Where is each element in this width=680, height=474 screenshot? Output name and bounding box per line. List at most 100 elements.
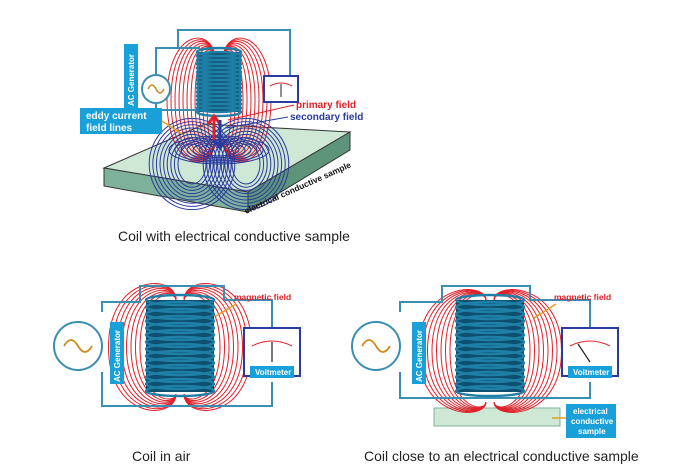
top-sine-icon: [147, 84, 165, 94]
top-ac-generator-label-box: [124, 44, 138, 108]
field-line: [166, 37, 216, 163]
field-line: [174, 41, 216, 159]
right-sample-label-line1: electrical: [573, 407, 608, 416]
field-line: [194, 49, 216, 151]
top-eddy-pointer: [161, 120, 183, 135]
coil-winding: [454, 321, 526, 335]
right-voltmeter-needle: [577, 343, 591, 363]
coil-winding: [454, 349, 526, 363]
coil-winding: [144, 328, 216, 342]
top-eddy-label-line2: field lines: [86, 123, 133, 134]
field-line: [170, 39, 216, 161]
right-caption: Coil close to an electrical conductive s…: [364, 448, 639, 464]
top-caption: Coil with electrical conductive sample: [118, 228, 350, 244]
right-wire-vm-top: [530, 299, 591, 328]
top-wire-gen-bottom: [155, 104, 200, 111]
top-sample-side: [247, 131, 351, 213]
field-line: [183, 293, 226, 401]
field-line: [493, 289, 558, 413]
coil-winding: [454, 377, 526, 391]
field-line: [107, 283, 177, 411]
right-voltmeter-label: Voltmeter: [573, 368, 609, 377]
right-sample-label-line3: sample: [578, 427, 606, 436]
left-magnetic-field-label: magnetic field: [234, 292, 291, 302]
left-coil: [144, 293, 216, 398]
right-sine-icon: [361, 339, 391, 353]
coil-winding: [144, 335, 216, 349]
coil-winding: [144, 300, 216, 314]
coil-winding: [454, 300, 526, 314]
coil-winding: [454, 335, 526, 349]
coil-winding: [144, 293, 216, 307]
top-voltmeter-scale: [269, 82, 293, 87]
left-ac-generator-label-box: [110, 322, 124, 384]
coil-winding: [144, 321, 216, 335]
left-voltmeter-label: Voltmeter: [255, 368, 291, 377]
coil-winding: [144, 363, 216, 377]
coil-winding: [454, 307, 526, 321]
top-primary-field-label: primary field: [296, 100, 356, 111]
field-line: [125, 289, 177, 405]
right-voltmeter-scale: [569, 340, 611, 347]
right-field-pointer: [533, 303, 557, 319]
field-line: [431, 291, 487, 411]
left-diagram: AC Generator Voltmeter magnetic field: [53, 283, 301, 411]
right-wire: [399, 285, 531, 312]
left-sine-icon: [63, 339, 93, 353]
coil-winding: [454, 328, 526, 342]
left-field-pointer: [215, 303, 237, 317]
field-line: [178, 42, 216, 158]
coil-winding: [144, 384, 216, 398]
field-line: [222, 42, 260, 158]
top-coil: [195, 46, 243, 118]
left-voltmeter-label-box: [250, 366, 294, 378]
top-eddy-current-lines: [148, 117, 290, 211]
coil-winding: [454, 356, 526, 370]
coil-winding: [144, 307, 216, 321]
left-wire-vm-top: [224, 299, 273, 328]
top-wire-gen: [155, 47, 200, 74]
coil-winding: [454, 314, 526, 328]
eddy-loop: [148, 117, 236, 211]
coil-winding: [454, 293, 526, 307]
coil-winding: [144, 356, 216, 370]
field-line: [183, 291, 230, 403]
top-secondary-pointer: [225, 116, 289, 129]
coil-winding: [144, 370, 216, 384]
coil-winding: [144, 349, 216, 363]
top-eddy-label-line1: eddy current: [86, 111, 147, 122]
field-line: [183, 289, 235, 405]
field-line: [130, 291, 177, 403]
right-voltmeter-label-box: [568, 366, 612, 378]
field-line: [440, 293, 487, 409]
coil-winding: [454, 370, 526, 384]
coil-winding: [195, 106, 243, 118]
top-diagram: AC Generator eddy current field lines pr…: [80, 29, 363, 216]
right-diagram: AC Generator Voltmeter magnetic field el…: [351, 285, 619, 438]
eddy-loop: [202, 117, 290, 211]
coil-winding: [454, 342, 526, 356]
right-ac-generator-label-box: [412, 322, 426, 384]
coil-winding: [454, 363, 526, 377]
top-primary-pointer: [227, 104, 295, 121]
field-line: [183, 288, 239, 406]
right-sample-block: [433, 407, 561, 427]
right-sample-label-box: [566, 404, 616, 438]
field-line: [493, 292, 545, 410]
top-ac-generator-label: AC Generator: [127, 54, 136, 106]
field-line: [222, 49, 244, 151]
top-primary-arrow: [206, 113, 222, 140]
right-magnetic-field-label: magnetic field: [554, 292, 611, 302]
right-coil: [454, 293, 526, 398]
left-wire-bottom: [101, 372, 273, 407]
left-caption: Coil in air: [132, 448, 191, 464]
field-line: [493, 291, 549, 411]
field-line: [493, 290, 554, 412]
coil-winding: [144, 377, 216, 391]
field-line: [435, 292, 487, 410]
top-eddy-label-box: [80, 108, 162, 134]
top-secondary-field-label: secondary field: [290, 112, 363, 123]
field-line: [134, 293, 177, 401]
field-line: [426, 290, 487, 412]
